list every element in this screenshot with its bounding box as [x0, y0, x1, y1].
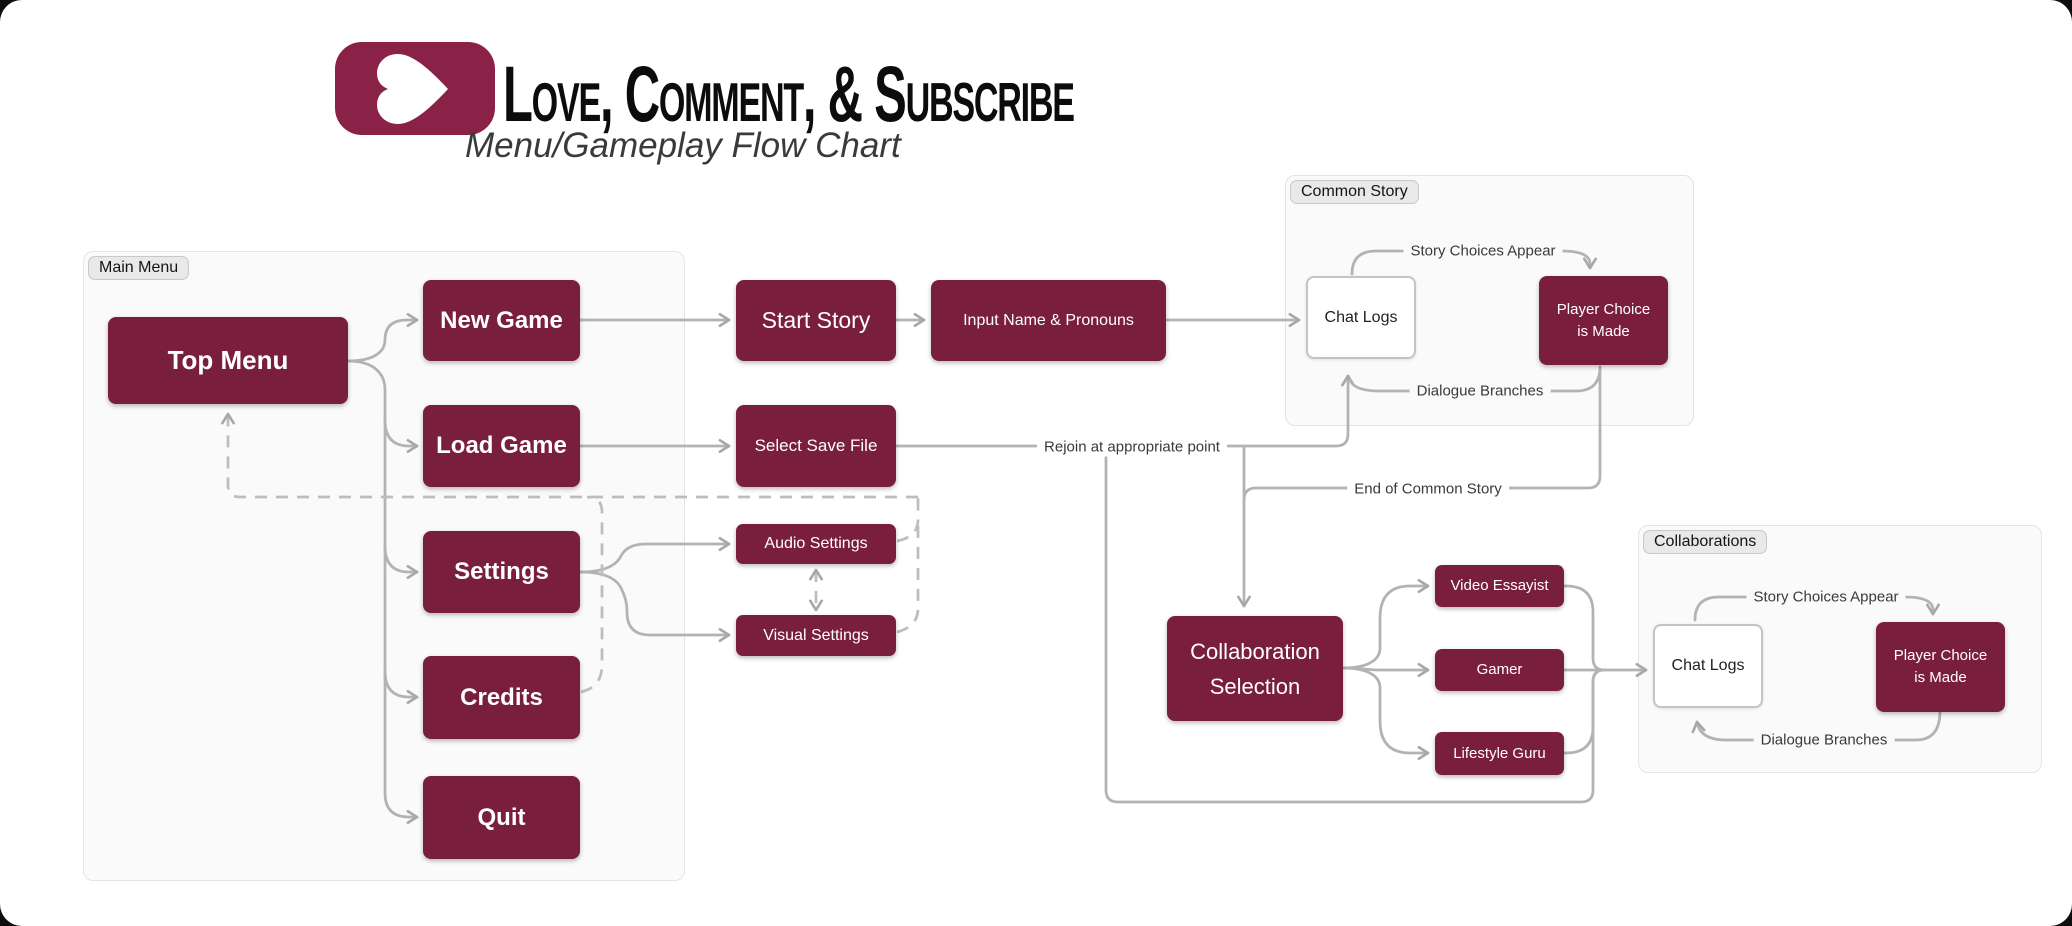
node-new-game[interactable]: New Game: [423, 280, 580, 361]
node-quit[interactable]: Quit: [423, 776, 580, 859]
edge-collabsel-videoessayist: [1341, 578, 1430, 670]
node-input-name-pronouns[interactable]: Input Name & Pronouns: [931, 280, 1166, 361]
edge-topmenu-loadgame: [383, 418, 419, 454]
group-label-common-story: Common Story: [1290, 180, 1419, 204]
node-start-story[interactable]: Start Story: [736, 280, 896, 361]
edge-dashed-audio-return: [896, 495, 920, 543]
edge-label-story-choices-cs: Story Choices Appear: [1403, 241, 1563, 261]
edge-topmenu-credits: [383, 669, 419, 705]
node-collab-chat-logs[interactable]: Chat Logs: [1653, 624, 1763, 708]
node-cs-player-choice[interactable]: Player Choice is Made: [1539, 276, 1668, 365]
edge-rejoin-to-cs-chatlogs: [894, 374, 1356, 448]
node-lifestyle-guru[interactable]: Lifestyle Guru: [1435, 732, 1564, 775]
group-label-collaborations: Collaborations: [1643, 530, 1768, 554]
node-visual-settings[interactable]: Visual Settings: [736, 615, 896, 656]
edge-label-dialogue-branches-cs: Dialogue Branches: [1409, 381, 1551, 401]
node-cs-chat-logs[interactable]: Chat Logs: [1306, 276, 1416, 359]
node-load-game[interactable]: Load Game: [423, 405, 580, 487]
node-credits[interactable]: Credits: [423, 656, 580, 739]
page-subtitle: Menu/Gameplay Flow Chart: [465, 126, 901, 165]
play-heart-logo-icon: [335, 42, 495, 135]
edge-lifestyleguru-merge: [1562, 668, 1606, 755]
edge-dashed-return-topmenu: [220, 412, 918, 499]
node-gamer[interactable]: Gamer: [1435, 649, 1564, 691]
edge-end-common-story: [1242, 365, 1602, 502]
edge-label-story-choices-collab: Story Choices Appear: [1746, 587, 1906, 607]
node-video-essayist[interactable]: Video Essayist: [1435, 565, 1564, 607]
node-top-menu[interactable]: Top Menu: [108, 317, 348, 404]
node-settings[interactable]: Settings: [423, 531, 580, 613]
page-title: Love, Comment, & Subscribe: [503, 49, 1075, 138]
edge-settings-audio: [578, 536, 731, 574]
edge-topmenu-newgame: [346, 312, 419, 363]
edge-settings-visual: [578, 570, 731, 643]
edge-videoessayist-merge: [1562, 584, 1606, 672]
node-audio-settings[interactable]: Audio Settings: [736, 524, 896, 564]
edge-label-dialogue-branches-collab: Dialogue Branches: [1753, 730, 1895, 750]
edge-label-end-common-story: End of Common Story: [1347, 479, 1509, 499]
edge-dashed-visual-return: [896, 524, 920, 634]
group-label-main-menu: Main Menu: [88, 256, 190, 280]
edge-topmenu-quit: [346, 359, 419, 825]
edge-topmenu-settings: [383, 544, 419, 580]
edge-label-rejoin: Rejoin at appropriate point: [1037, 437, 1227, 457]
edge-collabsel-lifestyleguru: [1341, 666, 1430, 761]
node-collab-player-choice[interactable]: Player Choice is Made: [1876, 622, 2005, 712]
node-select-save-file[interactable]: Select Save File: [736, 405, 896, 487]
node-collaboration-selection[interactable]: Collaboration Selection: [1167, 616, 1343, 721]
edge-dashed-credits-return: [580, 495, 604, 694]
